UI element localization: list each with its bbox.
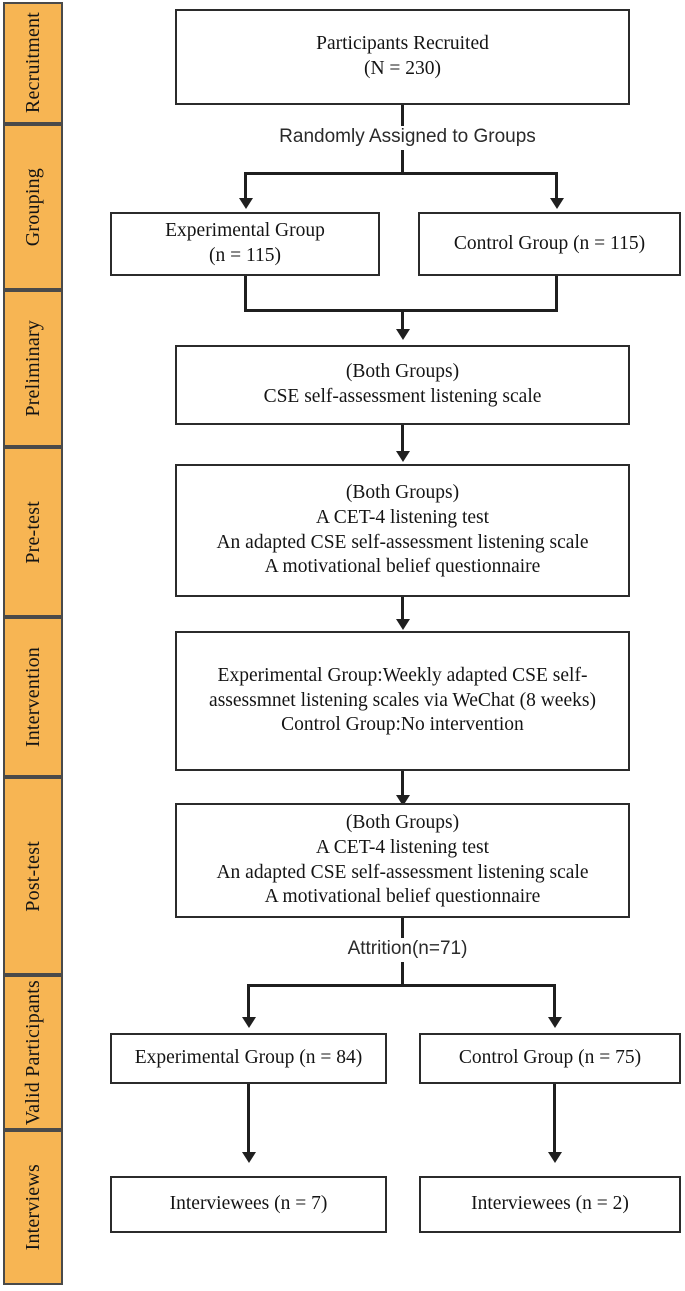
arrow-to-posttest (395, 795, 410, 806)
node-preliminary-text: (Both Groups) CSE self-assessment listen… (263, 361, 542, 407)
node-interviewees-experimental: Interviewees (n = 7) (110, 1176, 387, 1233)
stage-cell-posttest: Post-test (3, 777, 63, 975)
node-participants-recruited-text: Participants Recruited (N = 230) (316, 33, 489, 79)
connector-split-right-grouping (555, 172, 558, 204)
connector-attrition-to-split (401, 962, 404, 985)
node-posttest-text: (Both Groups) A CET-4 listening test An … (216, 811, 589, 908)
stage-cell-preliminary: Preliminary (3, 290, 63, 447)
connector-label-attrition: Attrition(n=71) (320, 938, 495, 960)
stage-label-valid-participants: Valid Participants (22, 979, 44, 1126)
stage-label-grouping: Grouping (22, 167, 44, 247)
node-experimental-valid-text: Experimental Group (n = 84) (134, 1047, 363, 1069)
stage-label-recruitment: Recruitment (22, 12, 44, 114)
arrow-to-pretest (395, 451, 410, 462)
connector-control-valid-to-interviewees (553, 1084, 556, 1156)
connector-split-right-valid (553, 984, 556, 1021)
connector-control-baseline-down (555, 276, 558, 312)
node-experimental-baseline-text: Experimental Group (n = 115) (165, 220, 325, 266)
node-pretest-text: (Both Groups) A CET-4 listening test An … (216, 481, 589, 578)
connector-merge-to-preliminary (401, 309, 404, 333)
arrow-to-control-baseline (549, 198, 564, 209)
node-interviewees-control: Interviewees (n = 2) (419, 1176, 681, 1233)
node-experimental-baseline: Experimental Group (n = 115) (110, 212, 380, 276)
connector-split-bar-valid (247, 984, 556, 987)
node-interviewees-control-text: Interviewees (n = 2) (471, 1193, 629, 1215)
stage-rail: Recruitment Grouping Preliminary Pre-tes… (3, 2, 63, 1285)
arrow-to-interviewees-experimental (241, 1152, 256, 1163)
connector-split-bar-grouping (244, 172, 558, 175)
connector-label-randomization: Randomly Assigned to Groups (240, 126, 575, 148)
node-control-baseline-text: Control Group (n = 115) (453, 232, 646, 254)
arrow-to-experimental-valid (241, 1017, 256, 1028)
connector-split-left-valid (247, 984, 250, 1021)
node-preliminary: (Both Groups) CSE self-assessment listen… (175, 345, 630, 425)
connector-posttest-to-attrition (401, 918, 404, 940)
arrow-to-experimental-baseline (238, 198, 253, 209)
connector-preliminary-to-pretest (401, 425, 404, 455)
connector-pretest-to-intervention (401, 597, 404, 623)
connector-intervention-to-posttest (401, 771, 404, 799)
stage-cell-interviews: Interviews (3, 1130, 63, 1285)
arrow-to-control-valid (547, 1017, 562, 1028)
stage-cell-recruitment: Recruitment (3, 2, 63, 124)
connector-split-left-grouping (244, 172, 247, 204)
node-intervention: Experimental Group:Weekly adapted CSE se… (175, 631, 630, 771)
stage-label-posttest: Post-test (22, 840, 44, 912)
stage-label-preliminary: Preliminary (22, 320, 44, 417)
connector-experimental-valid-to-interviewees (247, 1084, 250, 1156)
connector-recruited-to-randomization (401, 105, 404, 127)
stage-cell-valid-participants: Valid Participants (3, 975, 63, 1130)
node-experimental-valid: Experimental Group (n = 84) (110, 1033, 387, 1084)
arrow-to-interviewees-control (547, 1152, 562, 1163)
stage-label-interviews: Interviews (22, 1164, 44, 1251)
node-interviewees-experimental-text: Interviewees (n = 7) (169, 1193, 328, 1215)
connector-experimental-baseline-down (244, 276, 247, 312)
stage-label-intervention: Intervention (22, 646, 44, 748)
stage-label-pretest: Pre-test (22, 500, 44, 564)
arrow-to-preliminary (395, 329, 410, 340)
stage-cell-pretest: Pre-test (3, 447, 63, 617)
node-pretest: (Both Groups) A CET-4 listening test An … (175, 464, 630, 597)
arrow-to-intervention (395, 619, 410, 630)
node-posttest: (Both Groups) A CET-4 listening test An … (175, 803, 630, 918)
node-control-valid-text: Control Group (n = 75) (458, 1047, 642, 1069)
node-participants-recruited: Participants Recruited (N = 230) (175, 9, 630, 105)
node-control-baseline: Control Group (n = 115) (418, 212, 681, 276)
node-control-valid: Control Group (n = 75) (419, 1033, 681, 1084)
node-intervention-text: Experimental Group:Weekly adapted CSE se… (209, 664, 596, 736)
stage-cell-intervention: Intervention (3, 617, 63, 777)
connector-randomization-to-split (401, 150, 404, 174)
stage-cell-grouping: Grouping (3, 124, 63, 290)
